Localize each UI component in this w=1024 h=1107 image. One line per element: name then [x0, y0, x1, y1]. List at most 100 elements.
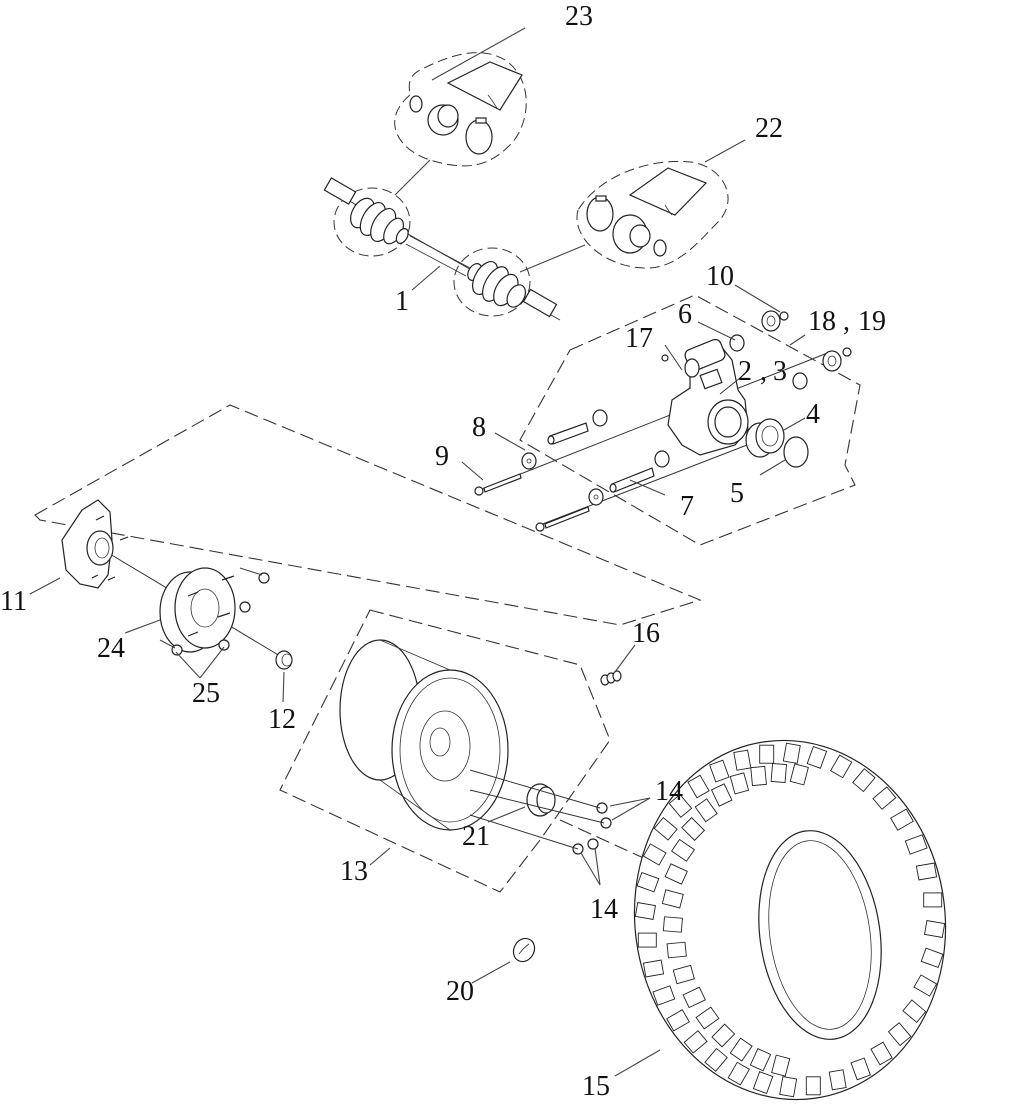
callout-24: 24 [97, 633, 125, 664]
tread-block [695, 1006, 720, 1030]
tread-block [923, 920, 946, 938]
callout-4: 4 [806, 399, 820, 430]
tread-block [709, 759, 730, 783]
hub-group-outline [34, 404, 702, 626]
tread-block [694, 798, 718, 823]
boot-kit-22-outline [576, 160, 729, 269]
tread-block [850, 1057, 871, 1081]
tread-block [923, 892, 943, 908]
tire [633, 739, 947, 1101]
knuckle-group-outline [519, 294, 861, 546]
cv-joint-inner-outline [453, 247, 531, 317]
tread-block [887, 1022, 912, 1047]
tread-block [670, 838, 696, 862]
tread-block [890, 808, 914, 831]
tread-block [704, 1047, 728, 1072]
tread-block [727, 1061, 750, 1086]
callout-22: 22 [755, 113, 783, 144]
callout-18-19-separator: , [843, 306, 850, 337]
tread-block [664, 863, 688, 885]
tread-block [872, 786, 897, 810]
callout-3: 3 [773, 356, 787, 387]
callout-10: 10 [706, 261, 734, 292]
tread-block [806, 745, 828, 769]
callout-15: 15 [582, 1071, 610, 1102]
rim [339, 639, 671, 871]
tread-block [642, 959, 665, 978]
callout-14-lower: 14 [590, 894, 618, 925]
tread-block [634, 902, 657, 920]
boot-kit-23-parts [409, 61, 523, 155]
tread-block [749, 1048, 772, 1072]
tread-block [662, 916, 683, 933]
callout-7: 7 [680, 491, 694, 522]
tread-block [771, 1054, 791, 1077]
tread-block [759, 744, 775, 764]
tread-block [666, 941, 687, 959]
hub-assembly [61, 499, 293, 670]
callout-18: 18 [808, 306, 836, 337]
center-cap [512, 937, 536, 963]
tread-block [636, 871, 660, 893]
tread-block [711, 1023, 736, 1048]
callout-2: 2 [738, 356, 752, 387]
tread-block [902, 999, 927, 1023]
callout-14-upper: 14 [655, 776, 683, 807]
callout-9: 9 [435, 441, 449, 472]
tread-block [682, 986, 706, 1009]
tread-block [779, 1076, 798, 1098]
callouts: 1 2 , 3 4 5 6 7 8 9 10 11 12 13 14 14 15… [0, 1, 886, 1102]
tread-block [805, 1076, 821, 1096]
tread-block [661, 889, 684, 909]
callout-23: 23 [565, 1, 593, 32]
callout-6: 6 [678, 299, 692, 330]
leader-lines [29, 27, 806, 1077]
knuckle-assembly [474, 310, 852, 532]
tread-block [904, 834, 928, 855]
tread-block [666, 1009, 690, 1032]
tread-block [652, 985, 676, 1006]
tread-block [683, 1030, 708, 1054]
tread-block [750, 765, 767, 787]
boot-kit-22-parts [586, 167, 708, 257]
drive-shaft [323, 177, 561, 321]
tread-block [852, 768, 876, 793]
tread-block [729, 772, 750, 795]
tread-block [642, 843, 667, 866]
callout-13: 13 [340, 856, 368, 887]
tread-block [729, 1037, 753, 1062]
tread-block [915, 862, 938, 881]
tread-block [687, 774, 710, 799]
callout-8: 8 [472, 412, 486, 443]
valve-stem [600, 670, 622, 686]
tread-block [710, 783, 733, 807]
tread-block [913, 974, 938, 997]
callout-19: 19 [858, 306, 886, 337]
callout-16: 16 [632, 618, 660, 649]
tread-block [920, 947, 944, 969]
tire-tread [634, 742, 946, 1098]
tread-block [752, 1071, 774, 1095]
cv-joint-outer-outline [333, 187, 411, 257]
tread-block [681, 817, 706, 841]
tread-block [830, 754, 853, 779]
callout-1: 1 [395, 286, 409, 317]
callout-12: 12 [268, 704, 296, 735]
tread-block [733, 749, 752, 771]
tread-block [668, 793, 693, 818]
tread-block [653, 817, 678, 841]
tread-block [828, 1069, 847, 1091]
callout-5: 5 [730, 478, 744, 509]
callout-25: 25 [192, 678, 220, 709]
tread-block [870, 1041, 893, 1066]
callout-21: 21 [462, 821, 490, 852]
tread-block [789, 763, 809, 786]
tread-block [637, 932, 657, 948]
callout-17: 17 [625, 323, 653, 354]
callout-11: 11 [0, 586, 27, 617]
callout-2-3-separator: , [760, 356, 767, 387]
tread-block [770, 762, 787, 784]
wheel-group-outline [279, 609, 611, 893]
tread-block [672, 964, 695, 985]
